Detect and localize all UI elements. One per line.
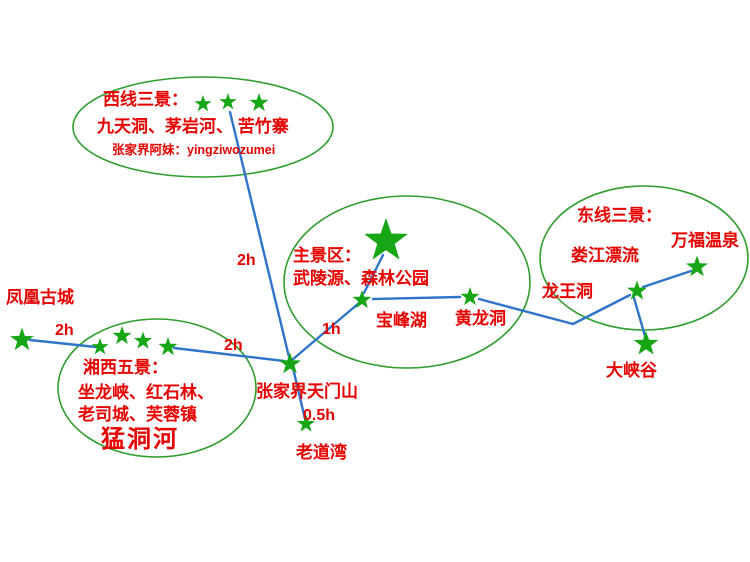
star-marker-huanglong (460, 287, 480, 306)
spot-label-wanfu: 万福温泉 (671, 231, 739, 250)
spot-label-fenghuang: 凤凰古城 (6, 288, 74, 307)
route-tianmen-to-baofeng (290, 301, 361, 362)
spot-label-longwang: 龙王洞 (542, 282, 593, 301)
star-marker-wanfu (686, 255, 708, 277)
west-region-title: 西线三景： (103, 90, 188, 109)
star-marker-xiangxi-4 (158, 337, 178, 356)
travel-time-fenghuang-xiangxi: 2h (55, 322, 74, 339)
route-loujiang-to-daxiagu (632, 296, 647, 338)
star-marker-main-area (364, 218, 408, 260)
travel-time-tianmen-baofeng: 1h (322, 321, 341, 338)
star-marker-west-1 (194, 95, 212, 112)
star-marker-west-2 (219, 93, 237, 110)
region-ellipse-xiangxi (57, 318, 257, 458)
star-marker-xiangxi-2 (112, 326, 132, 345)
xiangxi-region-spots-1: 坐龙峡、红石林、 (78, 383, 214, 402)
main-region-title: 主景区： (293, 246, 361, 265)
main-region-spots: 武陵源、森林公园 (293, 269, 429, 288)
spot-label-laodaowan: 老道湾 (296, 443, 347, 462)
spot-label-daxiagu: 大峡谷 (606, 361, 657, 380)
star-marker-xiangxi-1 (91, 338, 109, 355)
star-marker-west-3 (249, 93, 269, 112)
spot-label-baofeng: 宝峰湖 (376, 311, 427, 330)
star-marker-daxiagu (633, 331, 659, 355)
route-fenghuang-to-xiangxi (28, 338, 98, 349)
star-marker-loujiang (627, 280, 647, 300)
xiangxi-region-title: 湘西五景： (83, 358, 168, 377)
star-marker-xiangxi-3 (133, 331, 153, 349)
route-junction-to-loujiang (571, 293, 632, 326)
travel-time-tianmen-laodaowan: 0.5h (303, 407, 336, 424)
xiangxi-region-spots-2: 老司城、芙蓉镇 (78, 405, 197, 424)
spot-label-tianmen: 张家界天门山 (256, 382, 358, 401)
route-xiangxi-to-tianmen (172, 346, 286, 363)
region-ellipse-west (72, 76, 334, 178)
west-region-spots: 九天洞、茅岩河、 苦竹寨 (97, 117, 289, 136)
spot-label-loujiang: 娄江漂流 (571, 246, 639, 265)
region-ellipse-main (283, 195, 531, 369)
east-region-title: 东线三景： (577, 206, 662, 225)
route-tianmen-to-laodaowan (291, 366, 307, 421)
spot-label-mengdong: 猛洞河 (101, 426, 179, 453)
route-loujiang-to-wanfu (641, 269, 693, 289)
west-region-watermark: 张家界阿妹：yingziwozumei (112, 143, 276, 157)
route-baofeng-to-huanglong (371, 295, 462, 301)
route-huanglong-to-junction (477, 297, 575, 326)
travel-time-west-tianmen: 2h (237, 252, 256, 269)
star-marker-fenghuang (10, 327, 34, 351)
route-bigstar-to-baofeng (362, 253, 385, 295)
travel-time-xiangxi-tianmen: 2h (224, 337, 243, 354)
spot-label-huanglong: 黄龙洞 (455, 309, 506, 328)
route-west-to-tianmen (228, 110, 291, 359)
